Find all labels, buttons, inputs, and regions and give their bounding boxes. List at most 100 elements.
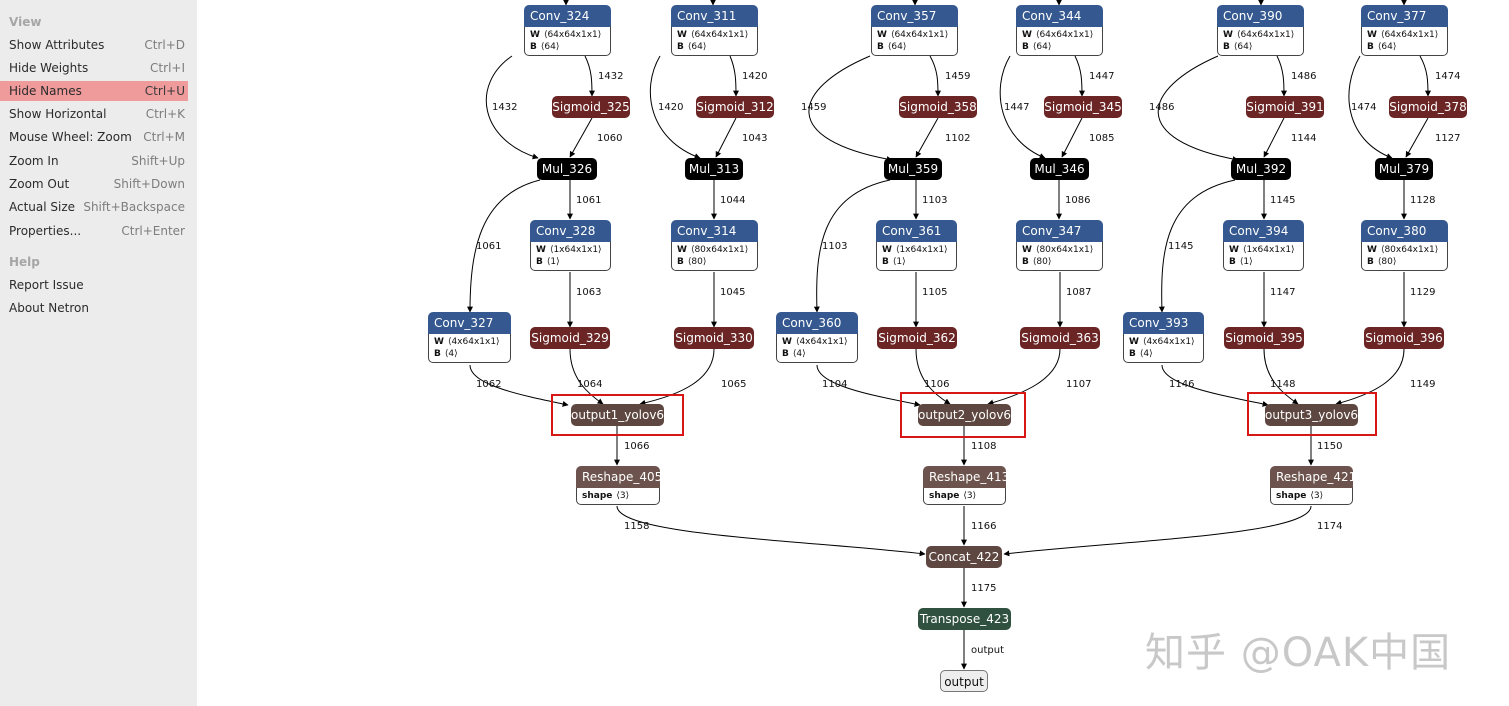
node-mul-392[interactable]: Mul_392 <box>1231 158 1291 180</box>
node-title: Conv_393 <box>1123 312 1204 334</box>
node-title: Conv_314 <box>671 220 758 242</box>
menu-item-show-attributes[interactable]: Show Attributes Ctrl+D <box>0 35 188 55</box>
node-sigmoid-396[interactable]: Sigmoid_396 <box>1364 327 1444 349</box>
node-title: Conv_324 <box>524 5 611 27</box>
node-title: Conv_390 <box>1217 5 1304 27</box>
node-conv-360[interactable]: Conv_360 W⟨4x64x1x1⟩ B⟨4⟩ <box>776 312 858 363</box>
node-output1-yolov6[interactable]: output1_yolov6 <box>571 404 664 426</box>
edge-label: 1474 <box>1435 71 1461 82</box>
node-output[interactable]: output <box>940 670 988 692</box>
node-attributes: W⟨80x64x1x1⟩ B⟨80⟩ <box>671 242 758 271</box>
node-sigmoid-312[interactable]: Sigmoid_312 <box>696 96 774 118</box>
edge <box>1157 55 1239 162</box>
node-sigmoid-325[interactable]: Sigmoid_325 <box>552 96 630 118</box>
menu-item-label: Show Attributes <box>9 38 105 52</box>
menu-item-shortcut: Shift+Down <box>113 177 185 191</box>
edge-label: 1062 <box>476 379 502 390</box>
node-conv-357[interactable]: Conv_357 W⟨64x64x1x1⟩ B⟨64⟩ <box>871 5 958 56</box>
node-sigmoid-391[interactable]: Sigmoid_391 <box>1246 96 1324 118</box>
node-conv-377[interactable]: Conv_377 W⟨64x64x1x1⟩ B⟨64⟩ <box>1361 5 1448 56</box>
menu-item-label: Show Horizontal <box>9 107 107 121</box>
node-reshape-413[interactable]: Reshape_413 shape⟨3⟩ <box>923 466 1009 505</box>
node-conv-394[interactable]: Conv_394 W⟨1x64x1x1⟩ B⟨1⟩ <box>1223 220 1304 271</box>
node-title: Conv_377 <box>1361 5 1448 27</box>
menu-item-shortcut: Ctrl+M <box>143 130 185 144</box>
edge-label: output <box>971 645 1004 656</box>
node-output2-yolov6[interactable]: output2_yolov6 <box>918 404 1011 426</box>
node-mul-346[interactable]: Mul_346 <box>1030 158 1089 180</box>
edge-label: 1459 <box>945 71 971 82</box>
node-attributes: shape⟨3⟩ <box>923 488 1006 505</box>
node-conv-328[interactable]: Conv_328 W⟨1x64x1x1⟩ B⟨1⟩ <box>530 220 611 271</box>
edge-label: 1175 <box>971 583 997 594</box>
node-title: Conv_380 <box>1361 220 1448 242</box>
node-conv-393[interactable]: Conv_393 W⟨4x64x1x1⟩ B⟨4⟩ <box>1123 312 1204 363</box>
node-title: Conv_361 <box>876 220 957 242</box>
node-mul-359[interactable]: Mul_359 <box>884 158 942 180</box>
node-attributes: W⟨64x64x1x1⟩ B⟨64⟩ <box>671 27 758 56</box>
node-title: Conv_344 <box>1016 5 1103 27</box>
menu-item-actual-size[interactable]: Actual Size Shift+Backspace <box>0 197 188 217</box>
node-attributes: W⟨4x64x1x1⟩ B⟨4⟩ <box>776 334 858 363</box>
edge-label: 1064 <box>577 379 603 390</box>
node-title: Conv_394 <box>1223 220 1304 242</box>
edge <box>649 55 701 159</box>
node-reshape-421[interactable]: Reshape_421 shape⟨3⟩ <box>1270 466 1356 505</box>
edge-label: 1127 <box>1435 133 1461 144</box>
menu-item-zoom-in[interactable]: Zoom In Shift+Up <box>0 151 188 171</box>
edge-label: 1106 <box>924 379 950 390</box>
node-reshape-405[interactable]: Reshape_405 shape⟨3⟩ <box>576 466 662 505</box>
node-sigmoid-345[interactable]: Sigmoid_345 <box>1044 96 1122 118</box>
edge-label: 1420 <box>742 71 768 82</box>
edge <box>569 117 593 158</box>
node-conv-311[interactable]: Conv_311 W⟨64x64x1x1⟩ B⟨64⟩ <box>671 5 758 56</box>
node-title: Reshape_421 <box>1270 466 1356 488</box>
node-sigmoid-395[interactable]: Sigmoid_395 <box>1224 327 1304 349</box>
node-conv-347[interactable]: Conv_347 W⟨80x64x1x1⟩ B⟨80⟩ <box>1016 220 1103 271</box>
edge <box>467 179 541 313</box>
menu-item-shortcut: Ctrl+Enter <box>121 224 185 238</box>
edge <box>584 55 595 97</box>
node-conv-380[interactable]: Conv_380 W⟨80x64x1x1⟩ B⟨80⟩ <box>1361 220 1448 271</box>
node-title: Conv_311 <box>671 5 758 27</box>
menu-item-hide-names[interactable]: Hide Names Ctrl+U <box>0 81 188 101</box>
node-concat-422[interactable]: Concat_422 <box>926 546 1002 568</box>
help-menu-heading: Help <box>9 255 40 269</box>
menu-item-mouse-wheel-zoom[interactable]: Mouse Wheel: Zoom Ctrl+M <box>0 127 188 147</box>
node-conv-324[interactable]: Conv_324 W⟨64x64x1x1⟩ B⟨64⟩ <box>524 5 611 56</box>
menu-item-hide-weights[interactable]: Hide Weights Ctrl+I <box>0 58 188 78</box>
node-mul-313[interactable]: Mul_313 <box>685 158 743 180</box>
menu-item-about-netron[interactable]: About Netron <box>0 298 188 318</box>
menu-item-label: About Netron <box>9 301 89 315</box>
node-output3-yolov6[interactable]: output3_yolov6 <box>1265 404 1358 426</box>
menu-item-properties[interactable]: Properties... Ctrl+Enter <box>0 221 188 241</box>
node-conv-361[interactable]: Conv_361 W⟨1x64x1x1⟩ B⟨1⟩ <box>876 220 957 271</box>
menu-item-show-horizontal[interactable]: Show Horizontal Ctrl+K <box>0 104 188 124</box>
menu-item-label: Zoom In <box>9 154 59 168</box>
node-attributes: W⟨64x64x1x1⟩ B⟨64⟩ <box>871 27 958 56</box>
node-conv-344[interactable]: Conv_344 W⟨64x64x1x1⟩ B⟨64⟩ <box>1016 5 1103 56</box>
node-conv-327[interactable]: Conv_327 W⟨4x64x1x1⟩ B⟨4⟩ <box>428 312 511 363</box>
edge <box>1348 55 1393 159</box>
node-sigmoid-358[interactable]: Sigmoid_358 <box>899 96 977 118</box>
edge-label: 1447 <box>1004 102 1030 113</box>
edge <box>929 55 941 97</box>
menu-item-report-issue[interactable]: Report Issue <box>0 275 188 295</box>
node-mul-379[interactable]: Mul_379 <box>1375 158 1433 180</box>
node-sigmoid-378[interactable]: Sigmoid_378 <box>1389 96 1467 118</box>
edge-label: 1486 <box>1149 102 1175 113</box>
edge-label: 1063 <box>576 287 602 298</box>
node-conv-314[interactable]: Conv_314 W⟨80x64x1x1⟩ B⟨80⟩ <box>671 220 758 271</box>
edge-label: 1103 <box>922 195 948 206</box>
node-sigmoid-363[interactable]: Sigmoid_363 <box>1020 327 1100 349</box>
node-transpose-423[interactable]: Transpose_423 <box>918 608 1011 630</box>
node-mul-326[interactable]: Mul_326 <box>537 158 597 180</box>
node-sigmoid-330[interactable]: Sigmoid_330 <box>674 327 754 349</box>
node-sigmoid-329[interactable]: Sigmoid_329 <box>530 327 610 349</box>
node-title: Conv_360 <box>776 312 858 334</box>
edge <box>1405 117 1429 158</box>
node-attributes: W⟨64x64x1x1⟩ B⟨64⟩ <box>1217 27 1304 56</box>
menu-item-zoom-out[interactable]: Zoom Out Shift+Down <box>0 174 188 194</box>
node-sigmoid-362[interactable]: Sigmoid_362 <box>877 327 957 349</box>
node-conv-390[interactable]: Conv_390 W⟨64x64x1x1⟩ B⟨64⟩ <box>1217 5 1304 56</box>
